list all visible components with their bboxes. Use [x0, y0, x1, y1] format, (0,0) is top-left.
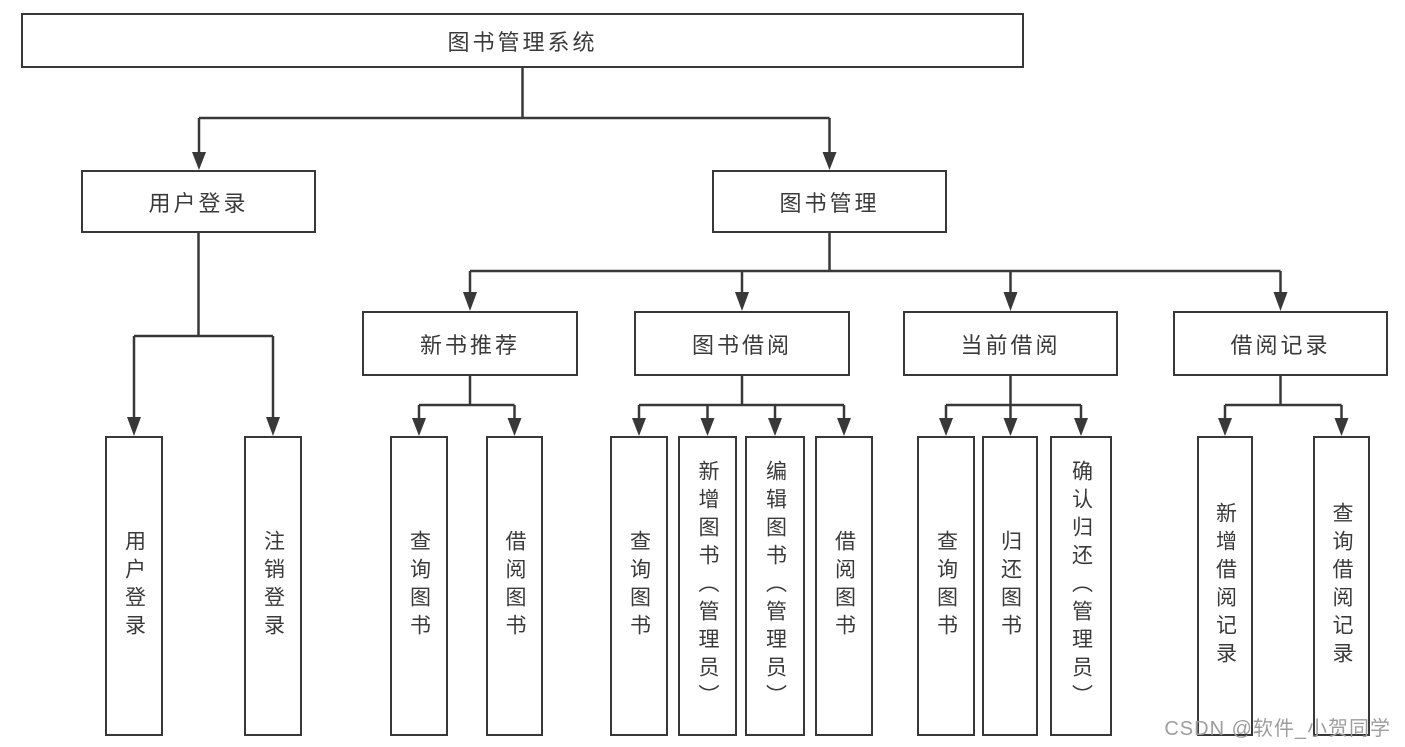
node-label: 新增图书（管理员） — [696, 460, 719, 712]
arrowhead — [192, 152, 206, 170]
node-label: 图书借阅 — [691, 332, 792, 358]
arrowhead — [127, 417, 141, 436]
node-query-books-borrow: 查询图书 — [610, 436, 668, 736]
arrowhead — [735, 292, 749, 311]
node-label: 图书管理 — [779, 190, 880, 216]
arrowhead — [632, 418, 646, 436]
arrowhead — [939, 418, 953, 436]
arrowhead — [700, 418, 715, 436]
node-new-book-recommend: 新书推荐 — [362, 311, 578, 376]
arrowhead — [822, 152, 837, 170]
node-label: 编辑图书（管理员） — [763, 460, 787, 712]
node-label: 新增借阅记录 — [1213, 502, 1237, 670]
arrowhead — [1218, 418, 1232, 436]
node-label: 确认归还（管理员） — [1069, 460, 1093, 712]
node-borrow-records: 借阅记录 — [1173, 311, 1388, 376]
connector-book-management-to-level2 — [463, 233, 1288, 311]
connector-user-login-children — [127, 233, 280, 436]
watermark-text: CSDN @软件_小贺同学 — [1164, 718, 1391, 740]
node-book-borrow: 图书借阅 — [634, 311, 850, 376]
arrowhead — [1074, 418, 1088, 436]
node-label: 查询图书 — [627, 530, 651, 642]
node-return-book: 归还图书 — [982, 436, 1038, 736]
arrowhead — [768, 418, 782, 436]
arrowhead — [1003, 292, 1018, 311]
arrowhead — [1334, 418, 1349, 436]
node-query-borrow-record: 查询借阅记录 — [1313, 436, 1370, 736]
node-label: 图书管理系统 — [447, 29, 598, 55]
node-borrow-books-leaf: 借阅图书 — [815, 436, 873, 736]
node-label: 借阅图书 — [503, 530, 526, 642]
connector-root-to-level1 — [192, 68, 837, 170]
node-confirm-return-admin: 确认归还（管理员） — [1050, 436, 1112, 736]
node-edit-book-admin: 编辑图书（管理员） — [745, 436, 805, 736]
arrowhead — [266, 417, 280, 436]
node-current-borrow: 当前借阅 — [903, 311, 1118, 376]
node-label: 当前借阅 — [960, 332, 1061, 358]
connector-borrow-records-children — [1218, 376, 1349, 436]
arrowhead — [507, 418, 522, 436]
node-label: 借阅记录 — [1230, 332, 1331, 358]
node-label: 新书推荐 — [419, 332, 520, 358]
node-label: 查询借阅记录 — [1330, 502, 1353, 670]
node-label: 用户登录 — [148, 190, 249, 216]
node-label: 查询图书 — [934, 530, 958, 642]
arrowhead — [837, 418, 851, 436]
arrowhead — [412, 418, 426, 436]
node-logout: 注销登录 — [244, 436, 302, 736]
node-label: 注销登录 — [261, 530, 285, 642]
node-add-borrow-record: 新增借阅记录 — [1197, 436, 1253, 736]
node-label: 借阅图书 — [832, 530, 856, 642]
connector-current-borrow-children — [939, 376, 1088, 436]
node-user-login-leaf: 用户登录 — [105, 436, 163, 736]
node-query-books-current: 查询图书 — [917, 436, 975, 736]
arrowhead — [1273, 292, 1288, 311]
node-user-login: 用户登录 — [81, 170, 316, 233]
arrowhead — [463, 292, 477, 311]
node-library-system: 图书管理系统 — [21, 13, 1024, 68]
arrowhead — [1003, 418, 1018, 436]
connector-new-book-recommend-children — [412, 376, 522, 436]
connector-book-borrow-children — [632, 376, 851, 436]
node-query-books-recommend: 查询图书 — [390, 436, 448, 736]
node-add-book-admin: 新增图书（管理员） — [678, 436, 737, 736]
node-label: 查询图书 — [407, 530, 431, 642]
node-book-management: 图书管理 — [712, 170, 947, 233]
node-label: 归还图书 — [998, 530, 1022, 642]
node-borrow-books-recommend: 借阅图书 — [486, 436, 543, 736]
node-label: 用户登录 — [122, 530, 146, 642]
